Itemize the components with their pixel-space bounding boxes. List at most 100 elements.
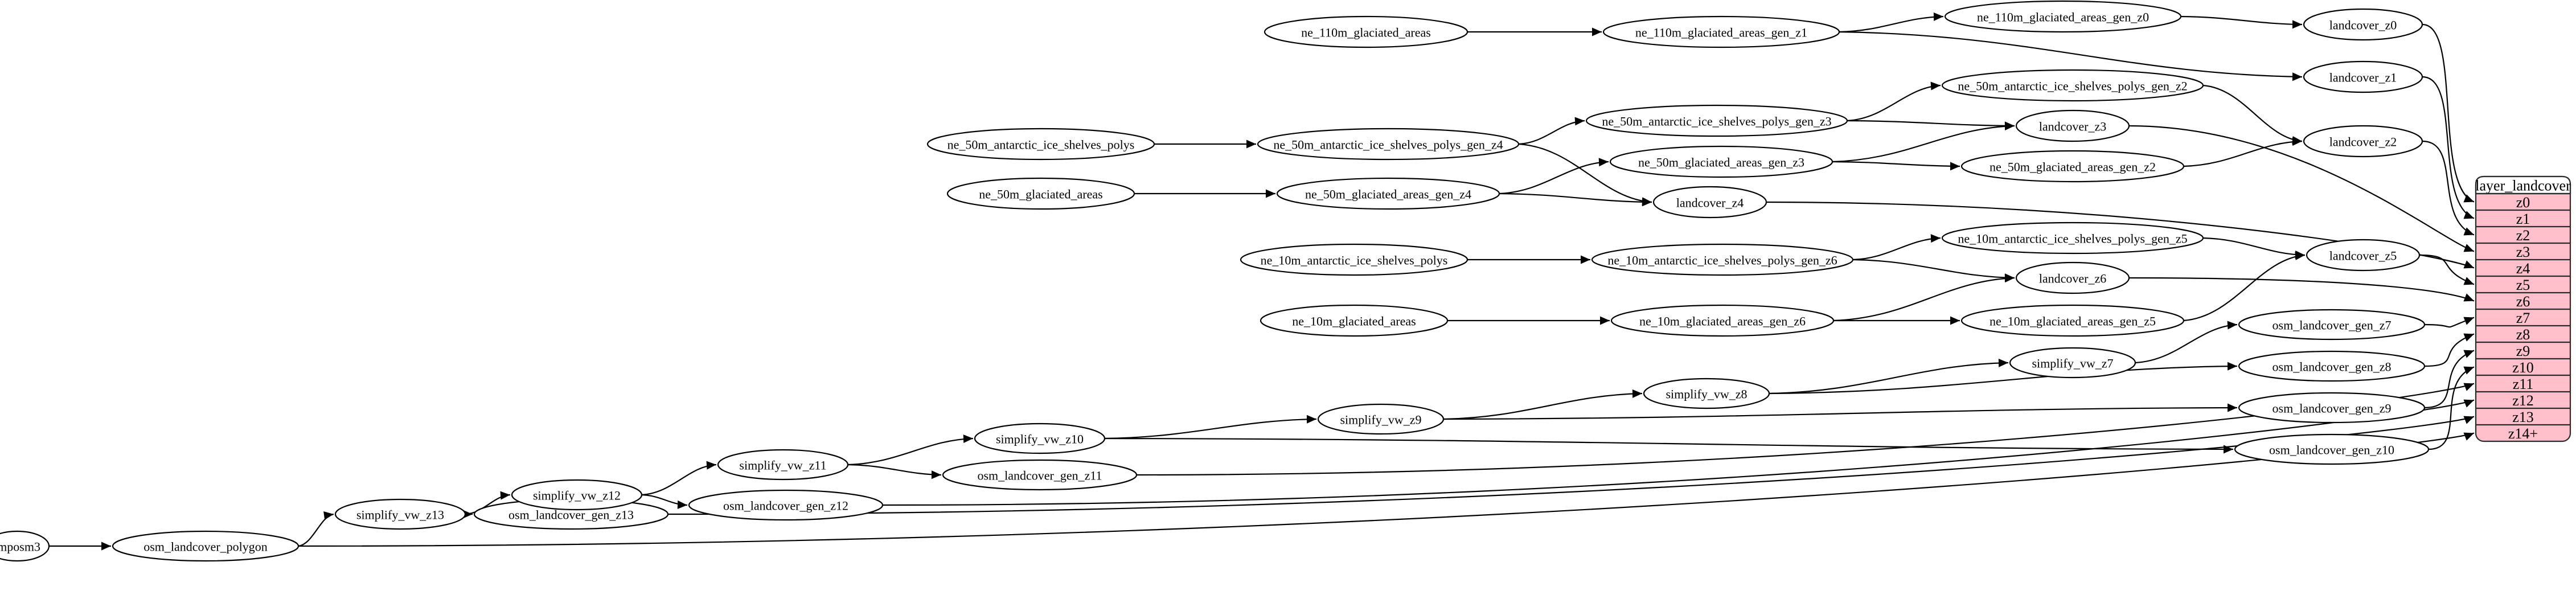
layer-landcover-table-group: layer_landcoverz0z1z2z3z4z5z6z7z8z9z10z1… — [2475, 175, 2571, 442]
graph-node-label: osm_landcover_gen_z7 — [2273, 318, 2392, 333]
graph-node-simplify_vw_z13[interactable]: simplify_vw_z13 — [334, 498, 466, 530]
graph-node-label: landcover_z3 — [2039, 120, 2107, 134]
graph-node-label: simplify_vw_z8 — [1666, 387, 1748, 401]
graph-node-osm_landcover_gen_z12[interactable]: osm_landcover_gen_z12 — [688, 489, 884, 521]
layer-table-row-z6[interactable]: z6 — [2516, 293, 2530, 310]
graph-edge-landcover_z2-to-layer_landcover-z2 — [2422, 140, 2475, 236]
graph-node-osm_landcover_gen_z10[interactable]: osm_landcover_gen_z10 — [2234, 433, 2430, 465]
layer-table-row-z8[interactable]: z8 — [2516, 326, 2530, 343]
graph-node-label: ne_50m_antarctic_ice_shelves_polys_gen_z… — [1273, 138, 1503, 152]
graph-edge-ne_110m_glaciated_areas_gen_z1-to-ne_110m_glaciated_areas_gen_z0 — [1839, 12, 1944, 33]
graph-node-ne_10m_antarctic_ice_shelves_polys[interactable]: ne_10m_antarctic_ice_shelves_polys — [1240, 243, 1469, 276]
graph-node-simplify_vw_z8[interactable]: simplify_vw_z8 — [1643, 378, 1770, 409]
graph-node-label: ne_110m_glaciated_areas_gen_z1 — [1635, 26, 1807, 40]
graph-node-ne_110m_glaciated_areas[interactable]: ne_110m_glaciated_areas — [1264, 15, 1469, 48]
graph-node-osm_landcover_polygon[interactable]: osm_landcover_polygon — [112, 530, 300, 562]
graph-node-label: ne_110m_glaciated_areas — [1301, 26, 1431, 40]
graph-edge-simplify_vw_z13-to-simplify_vw_z12 — [465, 491, 511, 515]
layer-table-row-z11[interactable]: z11 — [2513, 376, 2534, 392]
graph-node-landcover_z5[interactable]: landcover_z5 — [2306, 239, 2421, 272]
graph-edge-landcover_z0-to-layer_landcover-z0 — [2422, 23, 2475, 203]
graph-node-simplify_vw_z12[interactable]: simplify_vw_z12 — [511, 479, 643, 511]
graph-edge-osm_landcover_gen_z10-to-layer_landcover-z10 — [2428, 366, 2475, 450]
graph-edge-ne_50m_glaciated_areas_gen_z3-to-ne_50m_glaciated_areas_gen_z2 — [1832, 161, 1960, 171]
graph-node-imposm3[interactable]: imposm3 — [0, 530, 50, 562]
graph-node-landcover_z3[interactable]: landcover_z3 — [2015, 109, 2130, 142]
graph-node-ne_50m_antarctic_ice_shelves_polys_gen_z2[interactable]: ne_50m_antarctic_ice_shelves_polys_gen_z… — [1941, 69, 2204, 102]
layer-table-row-z5[interactable]: z5 — [2516, 277, 2530, 293]
graph-edge-landcover_z4-to-layer_landcover-z4 — [1766, 201, 2475, 269]
graph-node-landcover_z0[interactable]: landcover_z0 — [2303, 8, 2423, 41]
graph-edge-ne_110m_glaciated_areas_gen_z0-to-landcover_z0 — [2180, 15, 2303, 29]
graph-node-simplify_vw_z10[interactable]: simplify_vw_z10 — [974, 423, 1106, 454]
graph-node-simplify_vw_z11[interactable]: simplify_vw_z11 — [717, 449, 849, 481]
layer-table-row-z14+[interactable]: z14+ — [2508, 425, 2538, 442]
graph-node-landcover_z1[interactable]: landcover_z1 — [2303, 60, 2423, 93]
graph-node-label: simplify_vw_z12 — [533, 489, 621, 503]
graph-node-osm_landcover_gen_z11[interactable]: osm_landcover_gen_z11 — [942, 459, 1138, 491]
graph-node-landcover_z2[interactable]: landcover_z2 — [2303, 125, 2423, 158]
graph-node-label: landcover_z1 — [2329, 71, 2397, 85]
graph-node-label: ne_10m_glaciated_areas_gen_z5 — [1990, 314, 2156, 329]
layer-table-row-z7[interactable]: z7 — [2516, 310, 2530, 326]
layer-table-row-z4[interactable]: z4 — [2516, 260, 2530, 277]
graph-edge-ne_10m_antarctic_ice_shelves_polys-to-ne_10m_antarctic_ice_shelves_polys_gen_z6 — [1467, 255, 1590, 264]
layer-table-row-z12[interactable]: z12 — [2512, 392, 2534, 409]
layer-table-row-z2[interactable]: z2 — [2516, 227, 2530, 244]
graph-edge-simplify_vw_z9-to-osm_landcover_gen_z9 — [1443, 403, 2238, 420]
graph-node-label: simplify_vw_z7 — [2032, 356, 2114, 371]
graph-node-ne_110m_glaciated_areas_gen_z1[interactable]: ne_110m_glaciated_areas_gen_z1 — [1602, 15, 1840, 48]
graph-node-ne_10m_glaciated_areas[interactable]: ne_10m_glaciated_areas — [1260, 304, 1449, 337]
graph-node-landcover_z6[interactable]: landcover_z6 — [2015, 261, 2130, 294]
graph-node-ne_50m_glaciated_areas_gen_z4[interactable]: ne_50m_glaciated_areas_gen_z4 — [1276, 177, 1500, 210]
graph-node-osm_landcover_gen_z9[interactable]: osm_landcover_gen_z9 — [2238, 392, 2426, 424]
graph-edge-osm_landcover_gen_z9-to-layer_landcover-z9 — [2424, 350, 2475, 409]
graph-edge-osm_landcover_gen_z8-to-layer_landcover-z8 — [2424, 333, 2475, 367]
layer-table-row-z1[interactable]: z1 — [2516, 211, 2530, 227]
graph-node-ne_50m_glaciated_areas[interactable]: ne_50m_glaciated_areas — [946, 177, 1135, 210]
graph-node-ne_110m_glaciated_areas_gen_z0[interactable]: ne_110m_glaciated_areas_gen_z0 — [1944, 0, 2182, 33]
graph-node-ne_10m_antarctic_ice_shelves_polys_gen_z6[interactable]: ne_10m_antarctic_ice_shelves_polys_gen_z… — [1591, 243, 1854, 276]
graph-node-label: simplify_vw_z13 — [356, 508, 444, 522]
graph-node-ne_10m_antarctic_ice_shelves_polys_gen_z5[interactable]: ne_10m_antarctic_ice_shelves_polys_gen_z… — [1941, 222, 2204, 255]
graph-edge-simplify_vw_z12-to-simplify_vw_z11 — [641, 461, 717, 496]
graph-node-ne_50m_antarctic_ice_shelves_polys_gen_z4[interactable]: ne_50m_antarctic_ice_shelves_polys_gen_z… — [1257, 128, 1520, 161]
graph-edge-ne_10m_glaciated_areas_gen_z5-to-landcover_z5 — [2183, 251, 2306, 322]
graph-edge-landcover_z6-to-layer_landcover-z6 — [2128, 277, 2475, 302]
graph-node-osm_landcover_gen_z8[interactable]: osm_landcover_gen_z8 — [2238, 350, 2426, 382]
graph-edge-osm_landcover_gen_z13-to-layer_landcover-z13 — [667, 416, 2475, 515]
graph-node-ne_50m_glaciated_areas_gen_z2[interactable]: ne_50m_glaciated_areas_gen_z2 — [1960, 150, 2185, 183]
graph-node-label: osm_landcover_polygon — [143, 540, 268, 554]
graph-node-ne_50m_antarctic_ice_shelves_polys_gen_z3[interactable]: ne_50m_antarctic_ice_shelves_polys_gen_z… — [1585, 104, 1848, 137]
graph-edge-ne_10m_glaciated_areas_gen_z6-to-ne_10m_glaciated_areas_gen_z5 — [1833, 316, 1960, 325]
graph-node-label: ne_50m_antarctic_ice_shelves_polys_gen_z… — [1958, 79, 2187, 93]
graph-node-label: ne_10m_glaciated_areas_gen_z6 — [1639, 314, 1806, 329]
graph-node-label: ne_10m_antarctic_ice_shelves_polys_gen_z… — [1958, 232, 2187, 246]
layer-table-row-z10[interactable]: z10 — [2512, 359, 2534, 376]
graph-node-osm_landcover_gen_z7[interactable]: osm_landcover_gen_z7 — [2238, 309, 2426, 341]
graph-node-ne_50m_glaciated_areas_gen_z3[interactable]: ne_50m_glaciated_areas_gen_z3 — [1609, 145, 1833, 178]
graph-node-simplify_vw_z7[interactable]: simplify_vw_z7 — [2009, 347, 2136, 379]
layer-table-row-z3[interactable]: z3 — [2516, 244, 2530, 260]
graph-node-landcover_z4[interactable]: landcover_z4 — [1652, 186, 1767, 219]
graph-edge-simplify_vw_z7-to-osm_landcover_gen_z7 — [2135, 321, 2238, 364]
graph-node-label: osm_landcover_gen_z8 — [2273, 360, 2392, 374]
graph-edge-ne_50m_antarctic_ice_shelves_polys_gen_z3-to-ne_50m_antarctic_ice_shelves_polys_gen_z2 — [1847, 81, 1941, 122]
graph-node-ne_10m_glaciated_areas_gen_z5[interactable]: ne_10m_glaciated_areas_gen_z5 — [1960, 304, 2185, 337]
graph-node-label: landcover_z4 — [1676, 196, 1744, 210]
graph-node-label: osm_landcover_gen_z11 — [977, 469, 1102, 483]
graph-edge-ne_10m_antarctic_ice_shelves_polys_gen_z5-to-landcover_z5 — [2202, 237, 2306, 260]
graph-edge-ne_110m_glaciated_areas_gen_z1-to-landcover_z1 — [1839, 31, 2303, 81]
graph-node-ne_10m_glaciated_areas_gen_z6[interactable]: ne_10m_glaciated_areas_gen_z6 — [1610, 304, 1835, 337]
graph-node-simplify_vw_z9[interactable]: simplify_vw_z9 — [1317, 403, 1445, 435]
graph-edge-ne_50m_glaciated_areas_gen_z3-to-landcover_z3 — [1832, 122, 2015, 163]
graph-edge-simplify_vw_z11-to-osm_landcover_gen_z11 — [847, 464, 942, 479]
layer-table-row-z0[interactable]: z0 — [2516, 194, 2530, 211]
graph-node-ne_50m_antarctic_ice_shelves_polys[interactable]: ne_50m_antarctic_ice_shelves_polys — [926, 128, 1155, 161]
layer-table-row-z9[interactable]: z9 — [2516, 343, 2530, 359]
layer-table-row-z13[interactable]: z13 — [2512, 409, 2534, 425]
graph-edge-ne_50m_glaciated_areas_gen_z4-to-ne_50m_glaciated_areas_gen_z3 — [1499, 158, 1609, 195]
graph-node-label: simplify_vw_z9 — [1340, 413, 1422, 427]
graph-edge-ne_10m_antarctic_ice_shelves_polys_gen_z6-to-landcover_z6 — [1852, 259, 2015, 282]
